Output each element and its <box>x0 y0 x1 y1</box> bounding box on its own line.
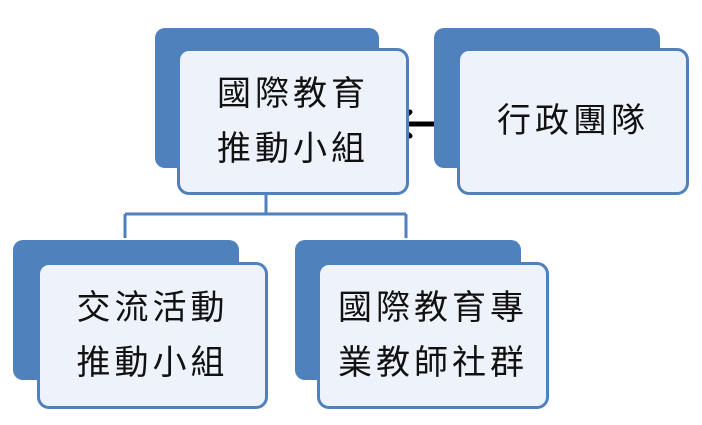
node-label: 交流活動 推動小組 <box>76 288 229 383</box>
node-card: 國際教育專 業教師社群 <box>317 262 549 409</box>
node-label: 國際教育 推動小組 <box>217 74 369 169</box>
node-label: 行政團隊 <box>497 101 649 142</box>
node-card: 交流活動 推動小組 <box>37 262 268 409</box>
node-card: 行政團隊 <box>457 48 689 195</box>
node-label: 國際教育專 業教師社群 <box>338 288 528 383</box>
node-card: 國際教育 推動小組 <box>177 48 409 195</box>
